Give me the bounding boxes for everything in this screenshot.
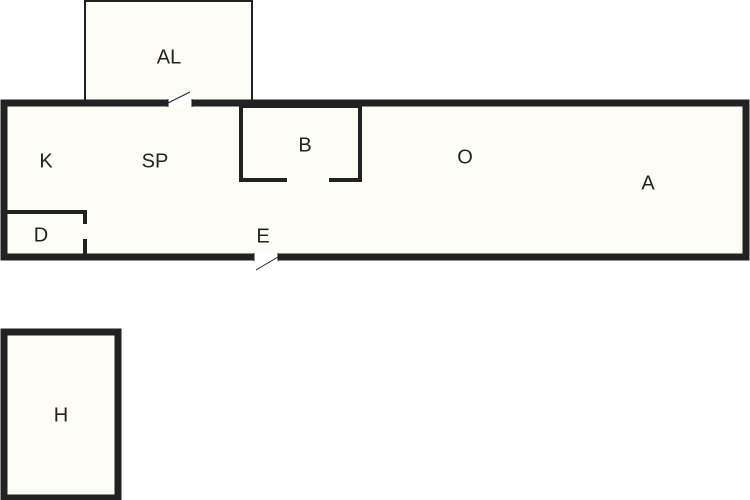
outbuilding-h-walls xyxy=(0,328,122,500)
main-building-walls xyxy=(0,99,750,261)
annex-al-area xyxy=(85,1,252,103)
room-d-walls-top xyxy=(5,210,87,224)
main-building-area xyxy=(4,103,746,257)
room-label-h: H xyxy=(54,404,68,426)
room-label-d: D xyxy=(34,224,48,246)
room-label-e: E xyxy=(256,225,269,247)
room-label-o: O xyxy=(457,146,473,168)
door-gap-top xyxy=(168,97,192,109)
outbuilding-h-area xyxy=(4,332,118,498)
room-label-b: B xyxy=(298,134,311,156)
room-label-a: A xyxy=(641,172,655,194)
door-gap-bottom xyxy=(254,251,278,263)
room-label-k: K xyxy=(39,150,53,172)
room-b-walls xyxy=(239,104,362,182)
door-leaf-bottom xyxy=(255,256,279,271)
room-label-al: AL xyxy=(157,46,181,68)
door-leaf-top xyxy=(167,91,191,104)
room-label-sp: SP xyxy=(142,150,169,172)
